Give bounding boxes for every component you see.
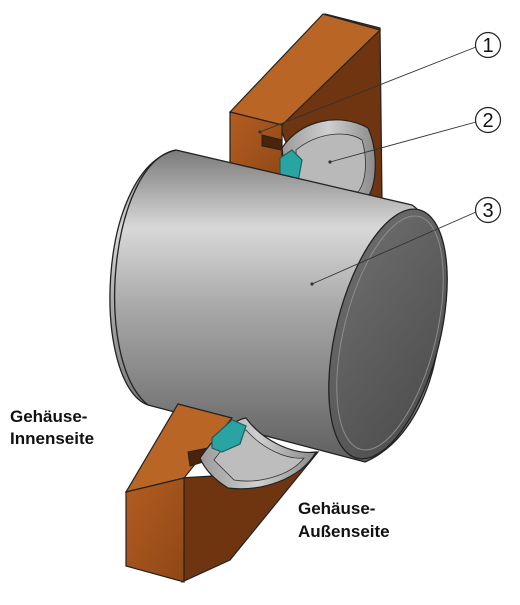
shaft [109,149,448,463]
callout-1-number: 1 [482,35,493,57]
callout-2: 2 [474,106,502,134]
leader-3-dot [310,282,314,286]
housing-lower [124,403,320,583]
leader-1-dot [258,130,262,134]
seal-lower [211,419,247,453]
callout-2-circle [474,106,502,134]
label-housing-inner-side: Gehäuse- Innenseite [10,407,94,448]
shaft-end-face [328,208,448,460]
shaft-back-rim [114,149,177,406]
label-outer-line1: Gehäuse- [298,499,375,518]
callout-2-number: 2 [482,110,493,132]
callout-3-circle [474,196,502,224]
leader-2 [329,121,477,163]
label-outer-line2: Außenseite [298,522,390,541]
leader-2-dot [328,160,332,164]
callout-3: 3 [474,196,502,224]
callout-3-number: 3 [482,200,493,222]
label-inner-line2: Innenseite [10,429,94,448]
label-inner-line1: Gehäuse- [10,407,87,426]
leader-3 [311,211,477,285]
housing-lower-front [125,477,185,583]
label-housing-outer-side: Gehäuse- Außenseite [298,499,390,541]
callout-leaders [258,46,477,286]
leader-1 [259,46,477,133]
shaft-chamfer [336,215,444,451]
callout-1: 1 [474,31,502,59]
seal-ring-lower [199,417,318,490]
callout-1-circle [474,31,502,59]
